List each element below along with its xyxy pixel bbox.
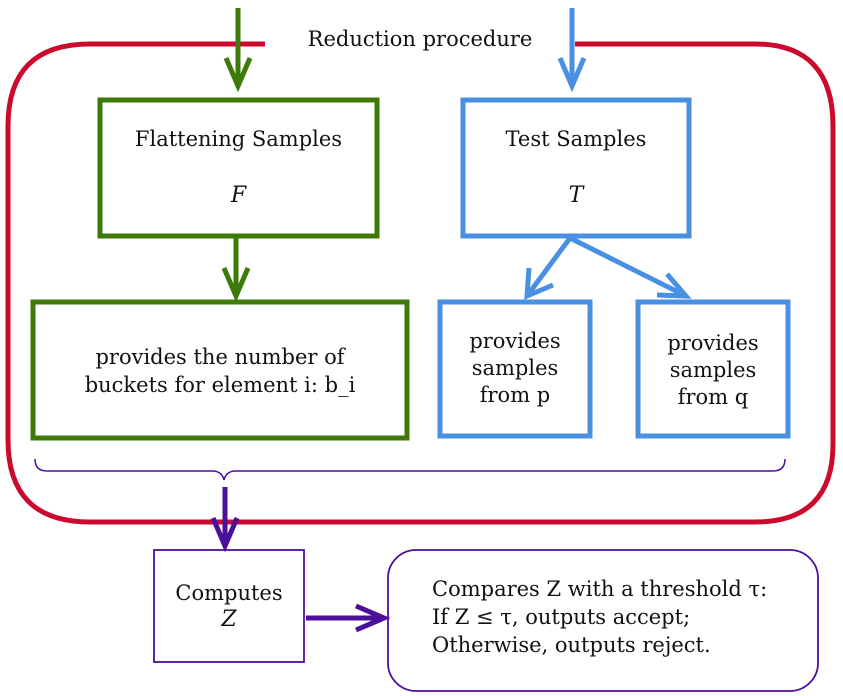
samples-q-line1: provides [667, 331, 759, 355]
computes-label: Computes [175, 581, 283, 605]
flattening-samples-label: Flattening Samples [134, 127, 343, 151]
compare-box [387, 549, 819, 692]
brace-to-computes-arrow [210, 487, 240, 553]
reduction-frame [5, 41, 836, 525]
samples-q-line3: from q [677, 385, 749, 409]
buckets-line1: provides the number of [95, 345, 345, 369]
diagram-title: Reduction procedure [307, 27, 533, 51]
compare-line1: Compares Z with a threshold τ: [432, 577, 768, 601]
samples-p-line2: samples [471, 356, 559, 380]
computes-symbol: Z [221, 607, 237, 632]
samples-p-line1: provides [469, 329, 561, 353]
test-symbol: T [568, 183, 584, 208]
samples-q-line2: samples [669, 358, 757, 382]
flattening-samples-box [97, 97, 380, 239]
compare-line2: If Z ≤ τ, outputs accept; [432, 605, 691, 629]
samples-p-line3: from p [479, 383, 551, 407]
buckets-line2: buckets for element i: b_i [84, 373, 356, 397]
buckets-box [30, 299, 410, 441]
test-to-q-arrow [568, 235, 692, 299]
flattening-to-buckets-arrow [221, 238, 251, 303]
flattening-symbol: F [230, 183, 247, 208]
grouping-brace [34, 458, 786, 481]
flattening-input-arrow [223, 8, 253, 93]
computes-to-compare-arrow [306, 603, 391, 633]
computes-box [153, 549, 305, 663]
test-samples-label: Test Samples [505, 127, 647, 151]
test-input-arrow [557, 8, 587, 93]
test-samples-box [460, 97, 692, 239]
compare-line3: Otherwise, outputs reject. [432, 633, 711, 657]
samples-q-box [635, 299, 791, 439]
test-to-p-arrow [524, 236, 573, 300]
samples-p-box [437, 299, 593, 439]
